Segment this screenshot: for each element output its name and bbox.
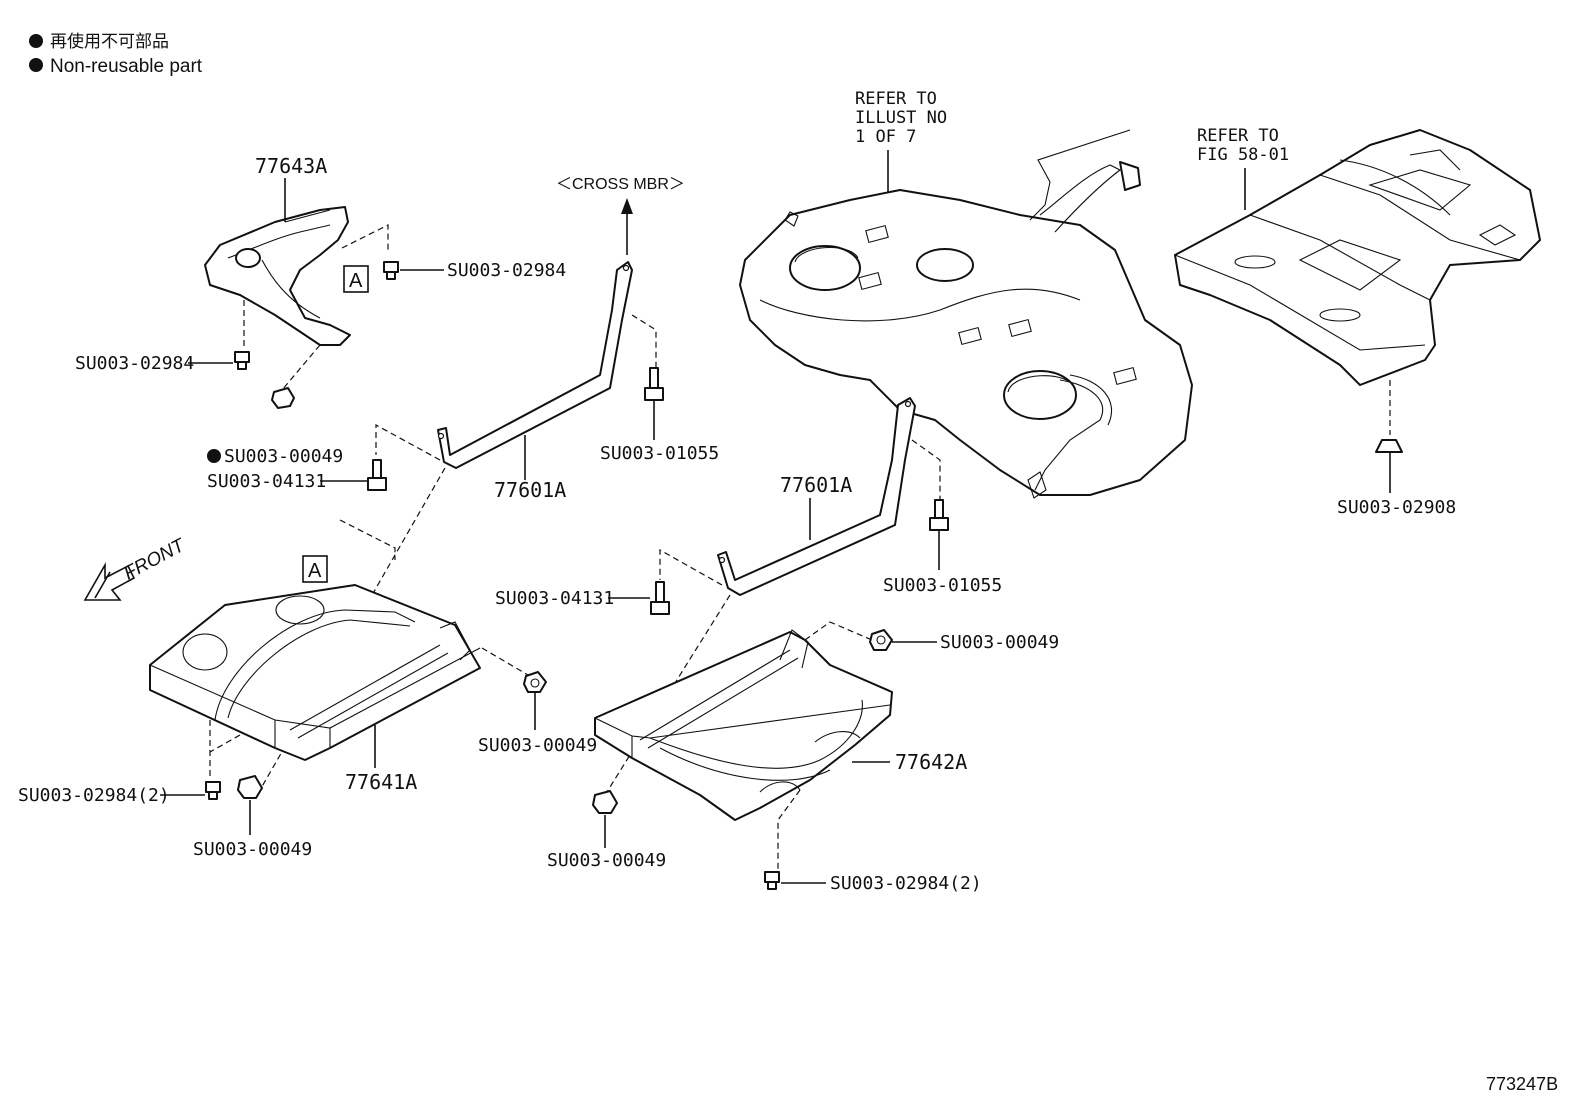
- nut-icon: [271, 387, 295, 409]
- fuel-tank-drawing: [739, 129, 1193, 499]
- label-77641A: 77641A: [345, 770, 417, 794]
- label-su-00049-mid: SU003-00049: [478, 735, 597, 756]
- nut-icon: [523, 671, 547, 693]
- tank-ref-2: ILLUST NO: [855, 108, 947, 128]
- arrow-up-icon: [621, 198, 633, 255]
- legend-jp: 再使用不可部品: [50, 31, 169, 51]
- nut-icon: [869, 629, 893, 651]
- cross-mbr-label: ＜CROSS MBR＞: [556, 176, 685, 193]
- non-reusable-bullet-icon: [207, 449, 221, 463]
- label-77601A-right: 77601A: [780, 473, 852, 497]
- label-su-02984-2-left: SU003-02984(2): [18, 785, 170, 806]
- nut-icon: [237, 775, 263, 799]
- label-77601A-left: 77601A: [494, 478, 566, 502]
- bolt-icon: [929, 499, 949, 531]
- floor-ref-2: FIG 58-01: [1197, 145, 1289, 165]
- label-su-00049-bottom-left: SU003-00049: [193, 839, 312, 860]
- label-su-02908: SU003-02908: [1337, 497, 1456, 518]
- part-77643A-drawing: [204, 206, 351, 346]
- label-su-02984-left: SU003-02984: [75, 353, 194, 374]
- clip-icon: [764, 871, 780, 890]
- clip-icon: [205, 781, 221, 800]
- label-su-01055-left: SU003-01055: [600, 443, 719, 464]
- tank-ref-1: REFER TO: [855, 89, 937, 109]
- floor-ref-1: REFER TO: [1197, 126, 1279, 146]
- bolt-icon: [650, 581, 670, 615]
- label-77642A: 77642A: [895, 750, 967, 774]
- view-a-box: [302, 555, 328, 583]
- tank-ref-3: 1 OF 7: [855, 127, 916, 147]
- view-a-label: A: [308, 560, 322, 582]
- label-su-00049-bottom-mid: SU003-00049: [547, 850, 666, 871]
- view-a-label: A: [349, 270, 363, 292]
- clip-icon: [383, 261, 399, 280]
- view-a-box: [343, 265, 369, 293]
- label-su-02984-2-right: SU003-02984(2): [830, 873, 982, 894]
- part-77641A-drawing: [149, 584, 481, 761]
- clip-icon: [234, 351, 250, 370]
- figure-id: 773247B: [1486, 1074, 1558, 1094]
- legend: 再使用不可部品 Non-reusable part: [29, 31, 203, 77]
- label-su-00049-right: SU003-00049: [940, 632, 1059, 653]
- plug-icon: [1375, 439, 1403, 453]
- front-arrow-icon: [83, 561, 136, 601]
- label-77643A: 77643A: [255, 154, 327, 178]
- part-77601A-right-drawing: [717, 397, 916, 596]
- bolt-icon: [367, 459, 387, 491]
- legend-en: Non-reusable part: [50, 56, 203, 77]
- bolt-icon: [644, 367, 664, 401]
- label-su-00049-left: SU003-00049: [224, 446, 343, 467]
- bullet-icon: [29, 34, 43, 48]
- label-su-04131-mid: SU003-04131: [495, 588, 614, 609]
- part-77601A-left-drawing: [437, 261, 633, 469]
- label-su-02984-top: SU003-02984: [447, 260, 566, 281]
- front-label: FRONT: [120, 534, 189, 584]
- part-77642A-drawing: [594, 629, 893, 821]
- rear-floor-drawing: [1174, 129, 1541, 386]
- nut-icon: [592, 790, 618, 814]
- label-su-01055-right: SU003-01055: [883, 575, 1002, 596]
- bullet-icon: [29, 58, 43, 72]
- label-su-04131-left: SU003-04131: [207, 471, 326, 492]
